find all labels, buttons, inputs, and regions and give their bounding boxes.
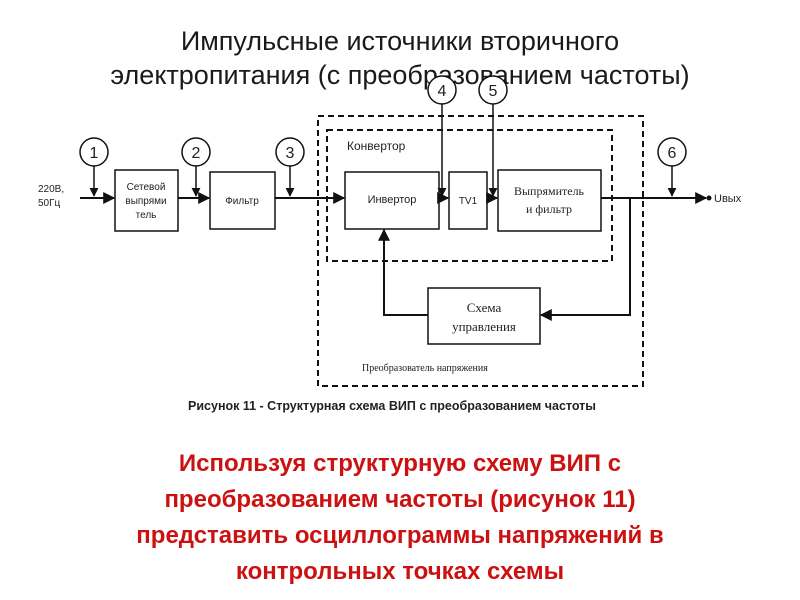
inverter-block — [344, 171, 440, 230]
svg-text:6: 6 — [668, 145, 677, 162]
test-point-4: 4 — [427, 75, 457, 197]
test-point-2: 2 — [181, 137, 211, 197]
mains-rectifier-block — [114, 169, 179, 232]
task-line-4: контрольных точках схемы — [235, 558, 565, 585]
input-label-line-1: 220В, — [38, 184, 64, 195]
output-rectifier-block — [497, 169, 602, 232]
voltage-converter-label: Преобразователь напряжения — [362, 363, 488, 374]
filter-block — [209, 171, 276, 230]
output-terminal — [706, 195, 712, 201]
task-line-2: преобразованием частоты (рисунок 11) — [164, 486, 636, 513]
task-text: Используя структурную схему ВИП с преобр… — [0, 446, 800, 590]
wire-feedback-in — [378, 228, 428, 316]
input-label-line-2: 50Гц — [38, 198, 61, 209]
figure-caption: Рисунок 11 - Структурная схема ВИП с пре… — [188, 399, 596, 413]
control-line-2: управления — [452, 319, 516, 334]
page-title: Импульсные источники вторичного электроп… — [0, 24, 800, 92]
test-point-1: 1 — [79, 137, 109, 197]
test-point-5: 5 — [478, 75, 508, 197]
mains-rectifier-line-3: тель — [136, 210, 157, 221]
title-line-2: электропитания (с преобразованием частот… — [110, 60, 690, 90]
title-line-1: Импульсные источники вторичного — [180, 26, 620, 56]
control-block — [427, 287, 541, 345]
task-line-3: представить осциллограммы напряжений в — [136, 522, 664, 549]
mains-rectifier-line-1: Сетевой — [127, 182, 166, 193]
output-rectifier-line-1: Выпрямитель — [514, 184, 585, 198]
voltage-converter-frame — [317, 115, 644, 387]
output-rectifier-line-2: и фильтр — [526, 202, 572, 216]
svg-text:4: 4 — [438, 83, 447, 100]
svg-text:2: 2 — [192, 145, 201, 162]
converter-label: Конвертор — [347, 139, 406, 153]
wire-feedback-out — [539, 198, 631, 321]
inverter-label: Инвертор — [368, 194, 417, 206]
test-point-6: 6 — [657, 137, 687, 197]
svg-text:3: 3 — [286, 145, 295, 162]
output-label: Uвых — [714, 193, 742, 205]
control-line-1: Схема — [467, 300, 502, 315]
test-point-3: 3 — [275, 137, 305, 197]
filter-label: Фильтр — [225, 196, 259, 207]
svg-text:5: 5 — [489, 83, 498, 100]
mains-rectifier-line-2: выпрями — [125, 196, 166, 207]
transformer-label: TV1 — [459, 196, 478, 207]
task-line-1: Используя структурную схему ВИП с — [178, 450, 622, 477]
converter-frame — [326, 129, 613, 262]
svg-text:1: 1 — [90, 145, 99, 162]
block-diagram: Преобразователь напряжения Конвертор 220… — [38, 75, 742, 413]
